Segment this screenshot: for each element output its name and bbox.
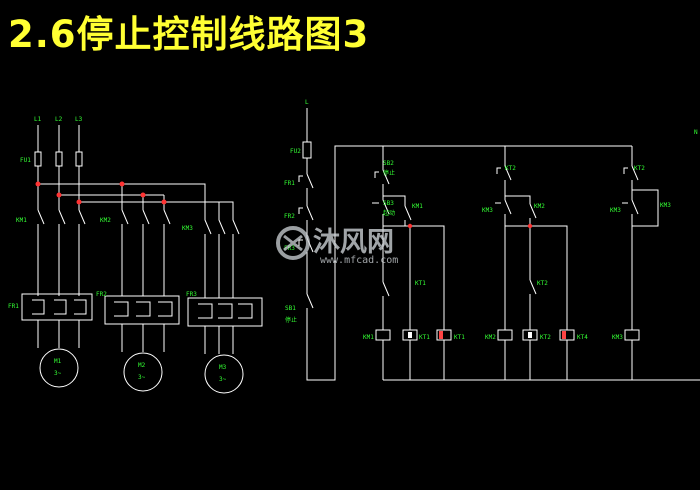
label-cm2: KM2	[485, 334, 496, 341]
label-fr1c: FR1	[284, 180, 295, 187]
label-start: 起动	[383, 209, 395, 217]
fuse-2	[55, 151, 63, 167]
label-fu2: FU2	[290, 148, 301, 155]
main-circuit: L1 L2 L3 FU1 KM1 KM2	[8, 116, 263, 394]
label-ct2: KT2	[540, 334, 551, 341]
label-m2: M2	[138, 362, 146, 369]
coil-kt1	[402, 329, 418, 341]
label-m2-sym: 3~	[138, 374, 146, 381]
motor-m2	[123, 352, 163, 392]
label-sb3: SB3	[383, 200, 394, 207]
label-km1c: KM1	[412, 203, 423, 210]
label-m1-sym: 3~	[54, 370, 62, 377]
label-fr3: FR3	[186, 291, 197, 298]
fuse-3	[75, 151, 83, 167]
junction-dots	[35, 181, 167, 205]
page-title: 2.6停止控制线路图3	[8, 13, 370, 56]
label-l2: L2	[55, 116, 63, 123]
label-km3r: KM3	[482, 207, 493, 214]
label-fu1: FU1	[20, 157, 31, 164]
label-km2: KM2	[100, 217, 111, 224]
label-cm1: KM1	[363, 334, 374, 341]
label-km1: KM1	[16, 217, 27, 224]
label-km3: KM3	[182, 225, 193, 232]
label-m3: M3	[219, 364, 227, 371]
label-ct1: KT1	[419, 334, 430, 341]
label-m3-sym: 3~	[219, 376, 227, 383]
label-cm3: KM3	[612, 334, 623, 341]
label-km3b: KM3	[610, 207, 621, 214]
label-m1: M1	[54, 358, 62, 365]
label-stop: 停止	[285, 316, 297, 324]
coil-kt4-red	[559, 329, 575, 341]
motor-m3	[204, 354, 244, 394]
label-n: N	[694, 129, 698, 136]
thermal-relay-3	[187, 297, 263, 327]
coil-km3	[624, 329, 640, 341]
label-kt1: KT1	[415, 280, 426, 287]
bus-lines	[38, 183, 234, 212]
label-km3c: KM3	[660, 202, 671, 209]
coil-kt2	[522, 329, 538, 341]
label-sb1: SB1	[285, 305, 296, 312]
coil-km2	[497, 329, 513, 341]
label-kt2: KT2	[505, 165, 516, 172]
watermark: 沐风网 www.mfcad.com	[276, 226, 398, 266]
coil-km1	[375, 329, 391, 341]
watermark-url: www.mfcad.com	[320, 255, 398, 266]
label-stop2: 停止	[383, 169, 395, 177]
label-fr2: FR2	[96, 291, 107, 298]
thermal-relay-2	[104, 295, 180, 325]
label-ct2r: KT4	[577, 334, 588, 341]
label-kt4: KT2	[634, 165, 645, 172]
watermark-text: 沐风网	[313, 227, 394, 258]
fuse-1	[34, 151, 42, 167]
coil-kt1-red	[436, 329, 452, 341]
mfcad-logo-icon	[276, 226, 310, 260]
label-fr2c: FR2	[284, 213, 295, 220]
label-ct1r: KT1	[454, 334, 465, 341]
label-fr1: FR1	[8, 303, 19, 310]
label-sb2: SB2	[383, 160, 394, 167]
label-fr3c: FR3	[284, 245, 295, 252]
control-circuit: L FU2 FR1 FR2 FR3 SB1 停止 SB2 停止 SB3 起动 K…	[284, 99, 700, 381]
motor-m1	[39, 348, 79, 388]
fuse-fu2	[302, 141, 312, 159]
label-l-ctrl: L	[305, 99, 309, 106]
label-l3: L3	[75, 116, 83, 123]
label-km2c: KM2	[534, 203, 545, 210]
label-kt2b: KT2	[537, 280, 548, 287]
thermal-relay-1	[21, 293, 93, 321]
phase-lines	[37, 125, 80, 152]
label-l1: L1	[34, 116, 42, 123]
